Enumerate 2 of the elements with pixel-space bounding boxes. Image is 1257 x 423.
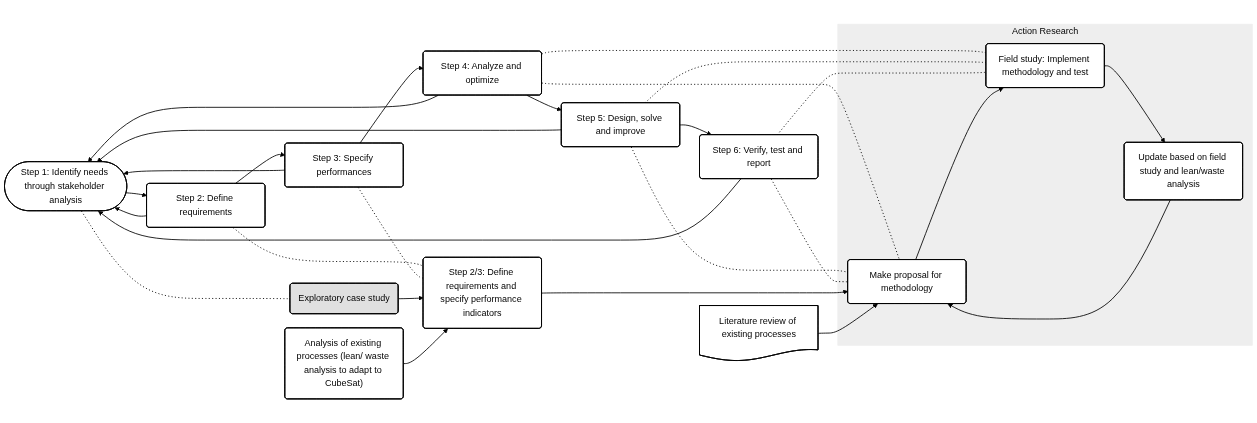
connector bbox=[776, 71, 987, 136]
connector bbox=[770, 178, 849, 283]
